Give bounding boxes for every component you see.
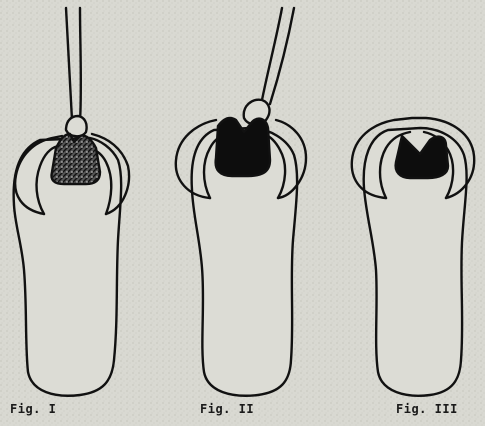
- fig-2-caption: Fig. II: [200, 402, 254, 416]
- fig-3-caption: Fig. III: [396, 402, 458, 416]
- fig-1-caption: Fig. I: [10, 402, 56, 416]
- fig-1-filling-hatched: [52, 134, 101, 184]
